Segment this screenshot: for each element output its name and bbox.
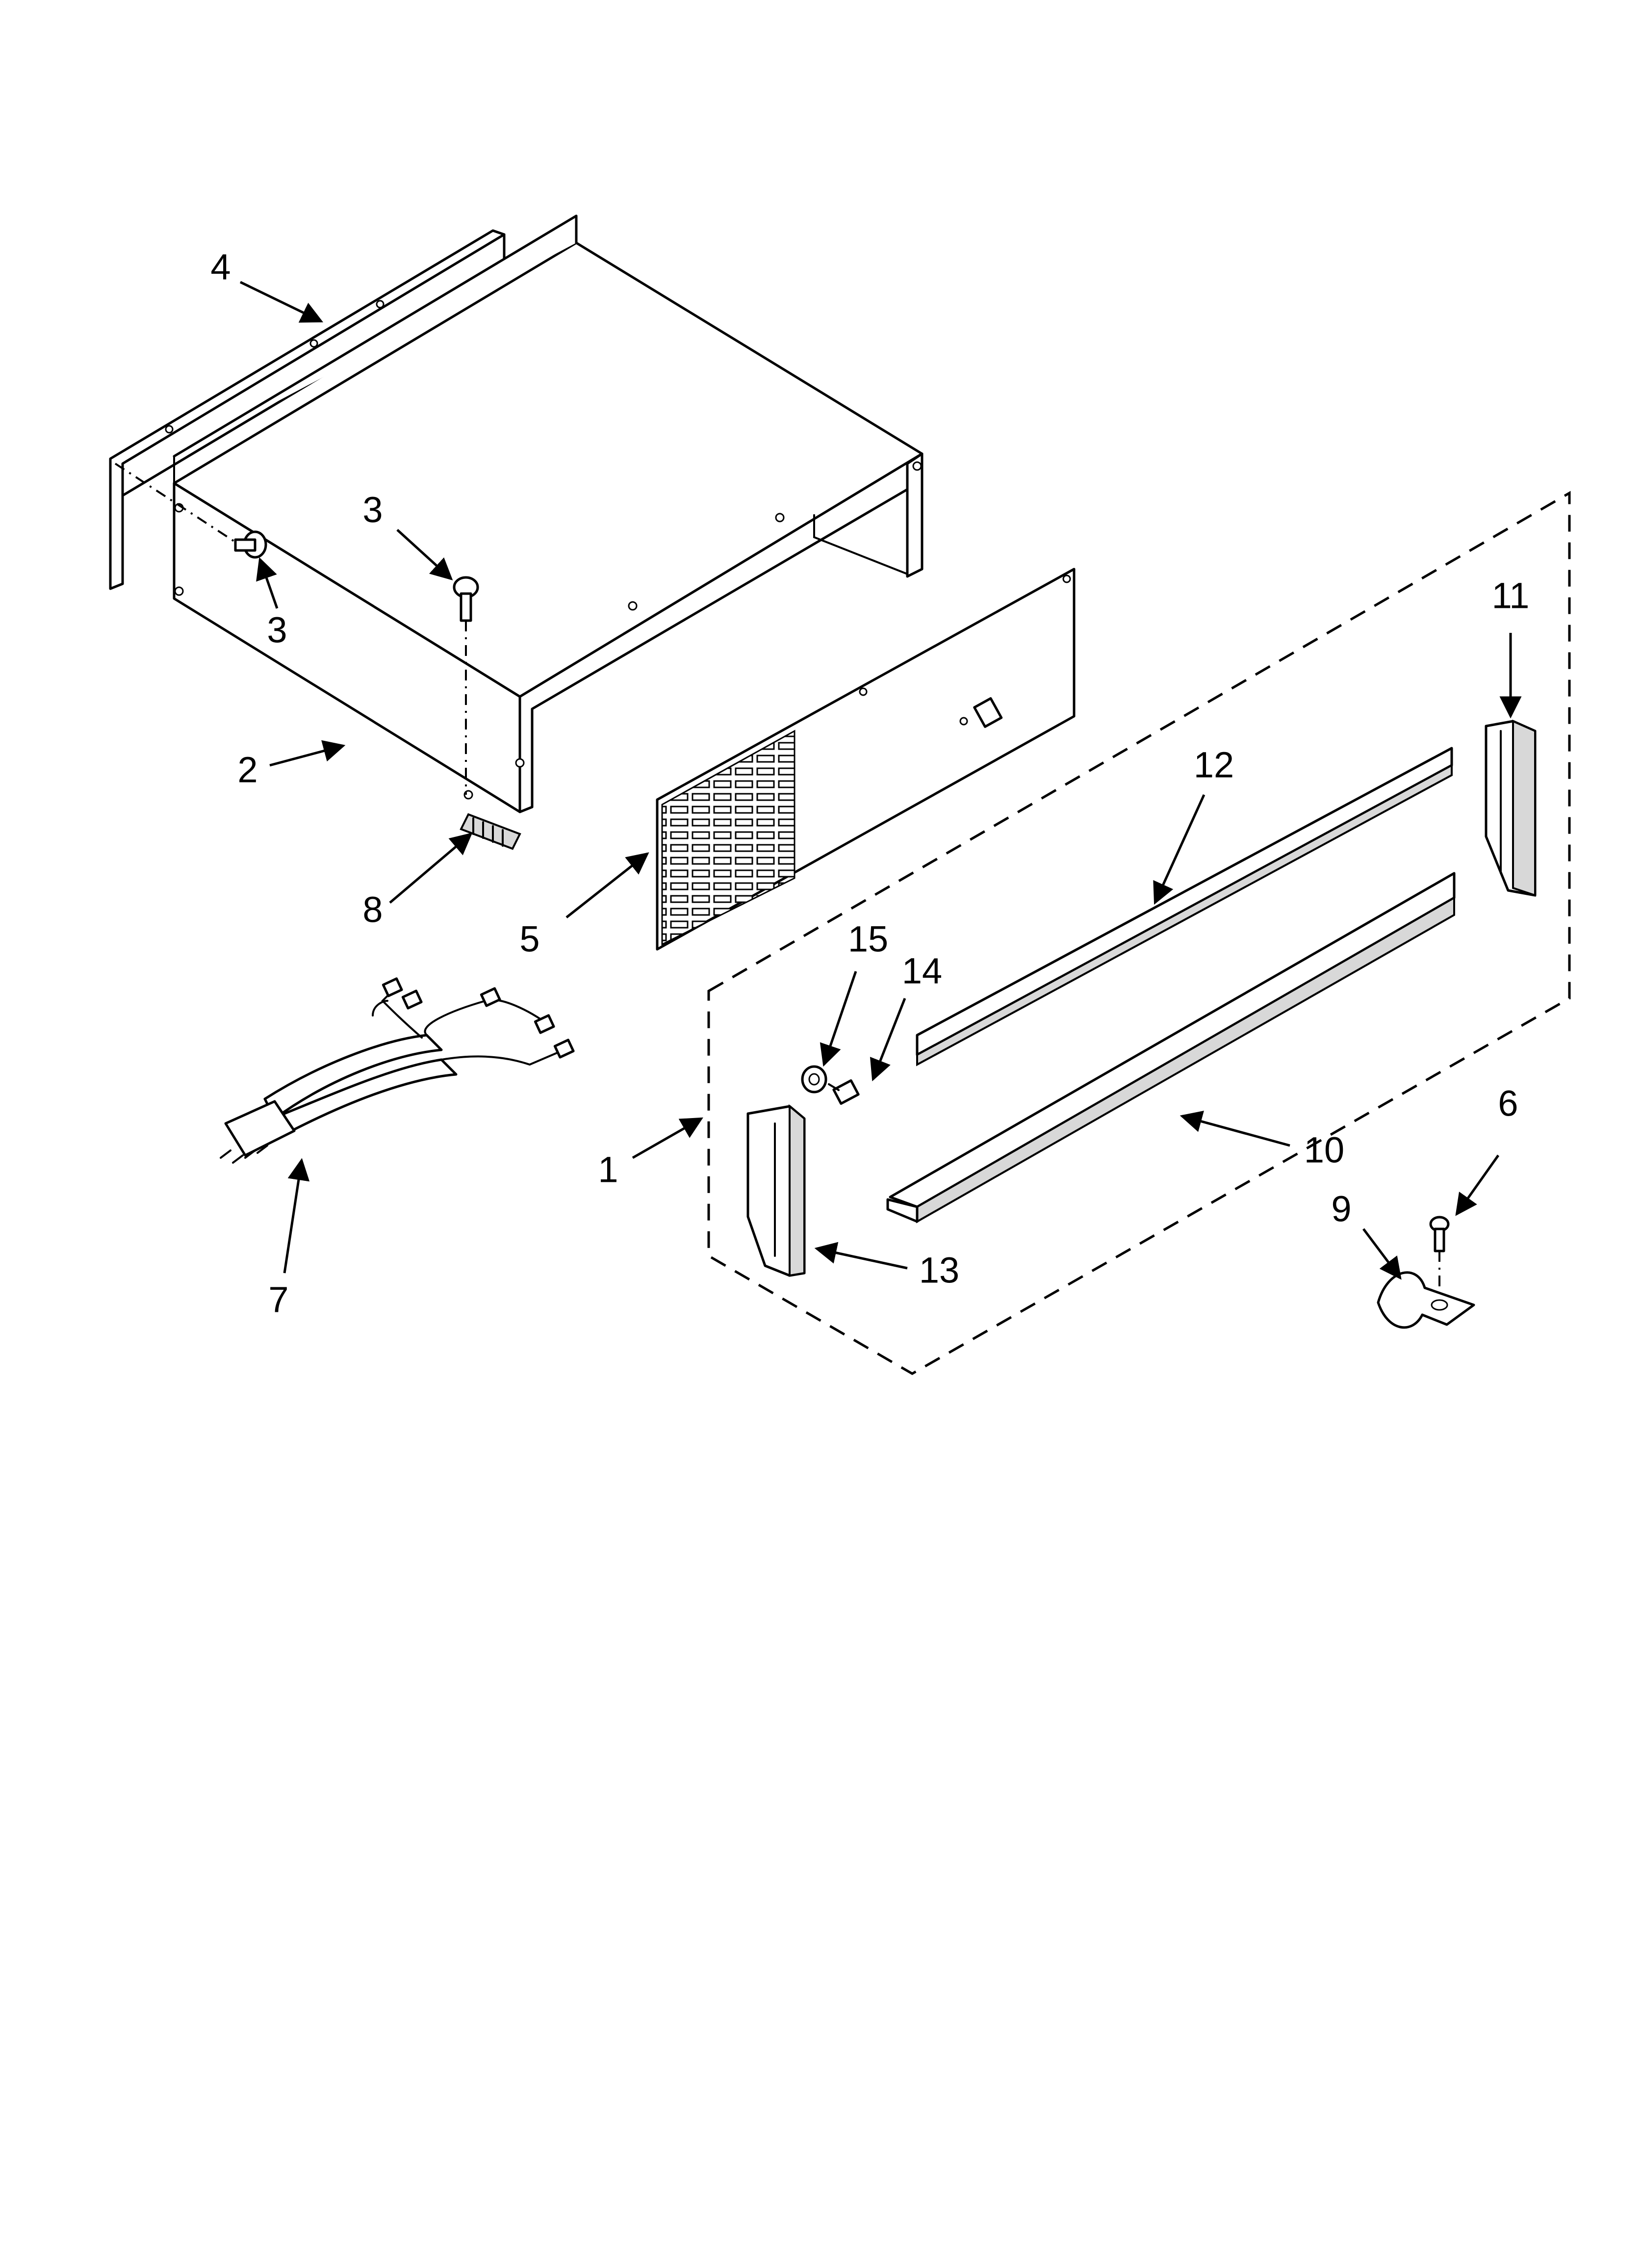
callout-8: 8: [362, 889, 383, 930]
part-screw-side: [114, 463, 267, 559]
part-upper-rail: [916, 747, 1453, 1067]
part-grille-panel: [656, 568, 1076, 951]
callout-3-side: 3: [267, 610, 287, 651]
kit-boundary: [707, 491, 1571, 1375]
part-wire-harness: [220, 977, 575, 1164]
callout-5: 5: [519, 919, 539, 960]
callout-12: 12: [1194, 745, 1234, 785]
callout-2: 2: [237, 750, 257, 790]
part-clamp: [1377, 1271, 1475, 1329]
callout-13: 13: [919, 1250, 959, 1291]
leader-lines: [239, 281, 1522, 1280]
callout-7: 7: [268, 1279, 288, 1320]
part-screw-clamp: [1429, 1216, 1450, 1293]
callout-15: 15: [848, 919, 888, 960]
part-right-bracket: [1485, 719, 1537, 897]
part-screw-top: [453, 576, 479, 795]
part-lower-rail: [886, 872, 1456, 1224]
callout-11: 11: [1492, 575, 1530, 616]
part-wheel: [801, 1065, 827, 1094]
callout-10: 10: [1304, 1130, 1344, 1171]
part-clip: [460, 813, 521, 850]
callout-6: 6: [1498, 1083, 1518, 1124]
part-left-bracket: [746, 1104, 806, 1277]
callout-labels: 4 3 3 2 8 5 11 12 15 14 1 10 13 6 9 7: [210, 247, 1529, 1320]
part-pin: [828, 1079, 860, 1105]
callout-3-top: 3: [362, 490, 383, 530]
callout-14: 14: [902, 951, 942, 991]
callout-9: 9: [1331, 1189, 1351, 1229]
callout-4: 4: [210, 247, 231, 287]
callout-1: 1: [598, 1149, 618, 1190]
